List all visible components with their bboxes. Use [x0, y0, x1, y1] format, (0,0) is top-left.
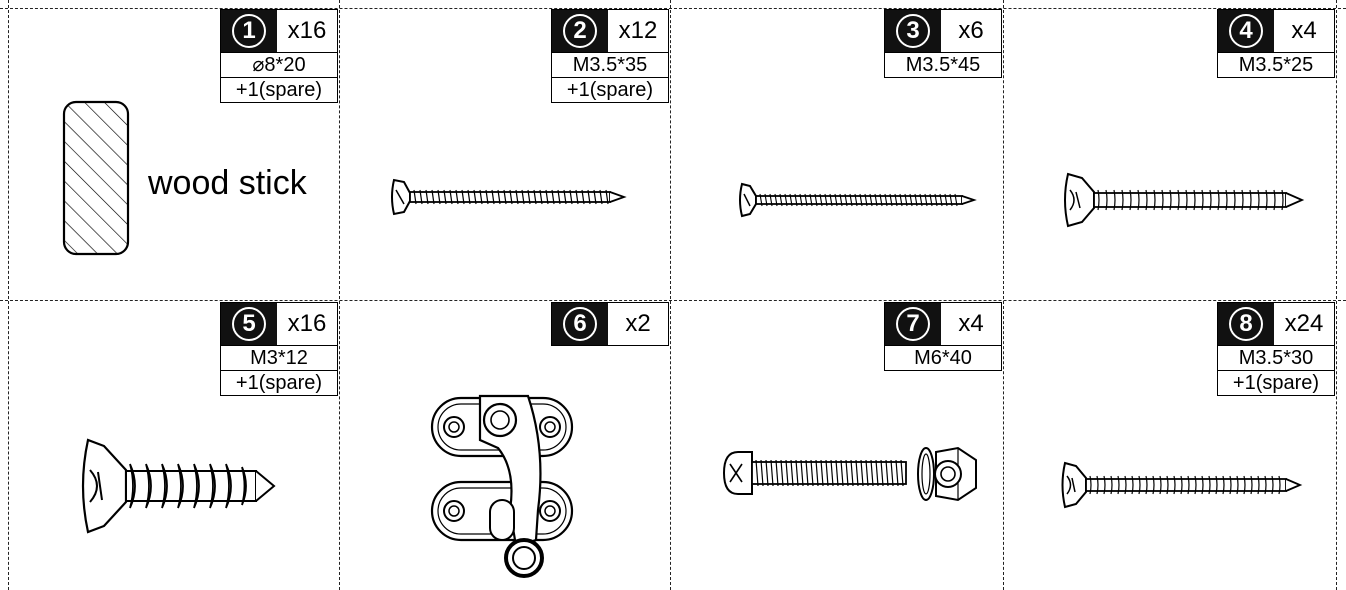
part-quantity: x4 — [1274, 10, 1334, 52]
screw-icon — [391, 178, 627, 216]
part-spec: M3.5*30 — [1217, 346, 1335, 371]
part-2-label: 2 x12 M3.5*35 +1(spare) — [551, 9, 669, 103]
part-quantity: x16 — [277, 303, 337, 345]
part-spare: +1(spare) — [1217, 371, 1335, 396]
part-quantity: x16 — [277, 10, 337, 52]
grid-divider — [670, 0, 671, 590]
grid-divider — [339, 0, 340, 590]
part-8-label: 8 x24 M3.5*30 +1(spare) — [1217, 302, 1335, 396]
part-quantity: x12 — [608, 10, 668, 52]
part-number: 5 — [232, 307, 266, 341]
part-number: 7 — [896, 307, 930, 341]
part-spec: M3.5*25 — [1217, 53, 1335, 78]
part-quantity: x2 — [608, 303, 668, 345]
part-spec: ⌀8*20 — [220, 53, 338, 78]
part-number: 1 — [232, 14, 266, 48]
grid-divider — [8, 0, 9, 590]
hinge-latch-icon — [430, 394, 574, 578]
part-3-label: 3 x6 M3.5*45 — [884, 9, 1002, 78]
part-number: 6 — [563, 307, 597, 341]
part-spec: M3.5*45 — [884, 53, 1002, 78]
part-5-label: 5 x16 M3*12 +1(spare) — [220, 302, 338, 396]
part-quantity: x6 — [941, 10, 1001, 52]
grid-divider — [1336, 0, 1337, 590]
grid-divider — [1003, 0, 1004, 590]
part-number: 4 — [1229, 14, 1263, 48]
part-number: 2 — [563, 14, 597, 48]
grid-divider — [0, 8, 1346, 9]
part-4-label: 4 x4 M3.5*25 — [1217, 9, 1335, 78]
grid-divider — [0, 300, 1346, 301]
part-number: 3 — [896, 14, 930, 48]
screw-icon — [81, 438, 276, 534]
part-spec: M3.5*35 — [551, 53, 669, 78]
part-spec: M3*12 — [220, 346, 338, 371]
part-1-label: 1 x16 ⌀8*20 +1(spare) — [220, 9, 338, 103]
part-quantity: x4 — [941, 303, 1001, 345]
nut-icon — [917, 446, 977, 502]
part-spare: +1(spare) — [551, 78, 669, 103]
part-number: 8 — [1229, 307, 1263, 341]
screw-icon — [739, 182, 977, 218]
part-spec: M6*40 — [884, 346, 1002, 371]
screw-icon — [1061, 461, 1303, 509]
part-spare: +1(spare) — [220, 78, 338, 103]
bolt-icon — [722, 451, 907, 495]
wood-stick-icon — [62, 100, 130, 256]
screw-icon — [1064, 172, 1305, 228]
wood-stick-label: wood stick — [148, 164, 307, 202]
part-7-label: 7 x4 M6*40 — [884, 302, 1002, 371]
part-6-label: 6 x2 — [551, 302, 669, 346]
part-spare: +1(spare) — [220, 371, 338, 396]
part-quantity: x24 — [1274, 303, 1334, 345]
